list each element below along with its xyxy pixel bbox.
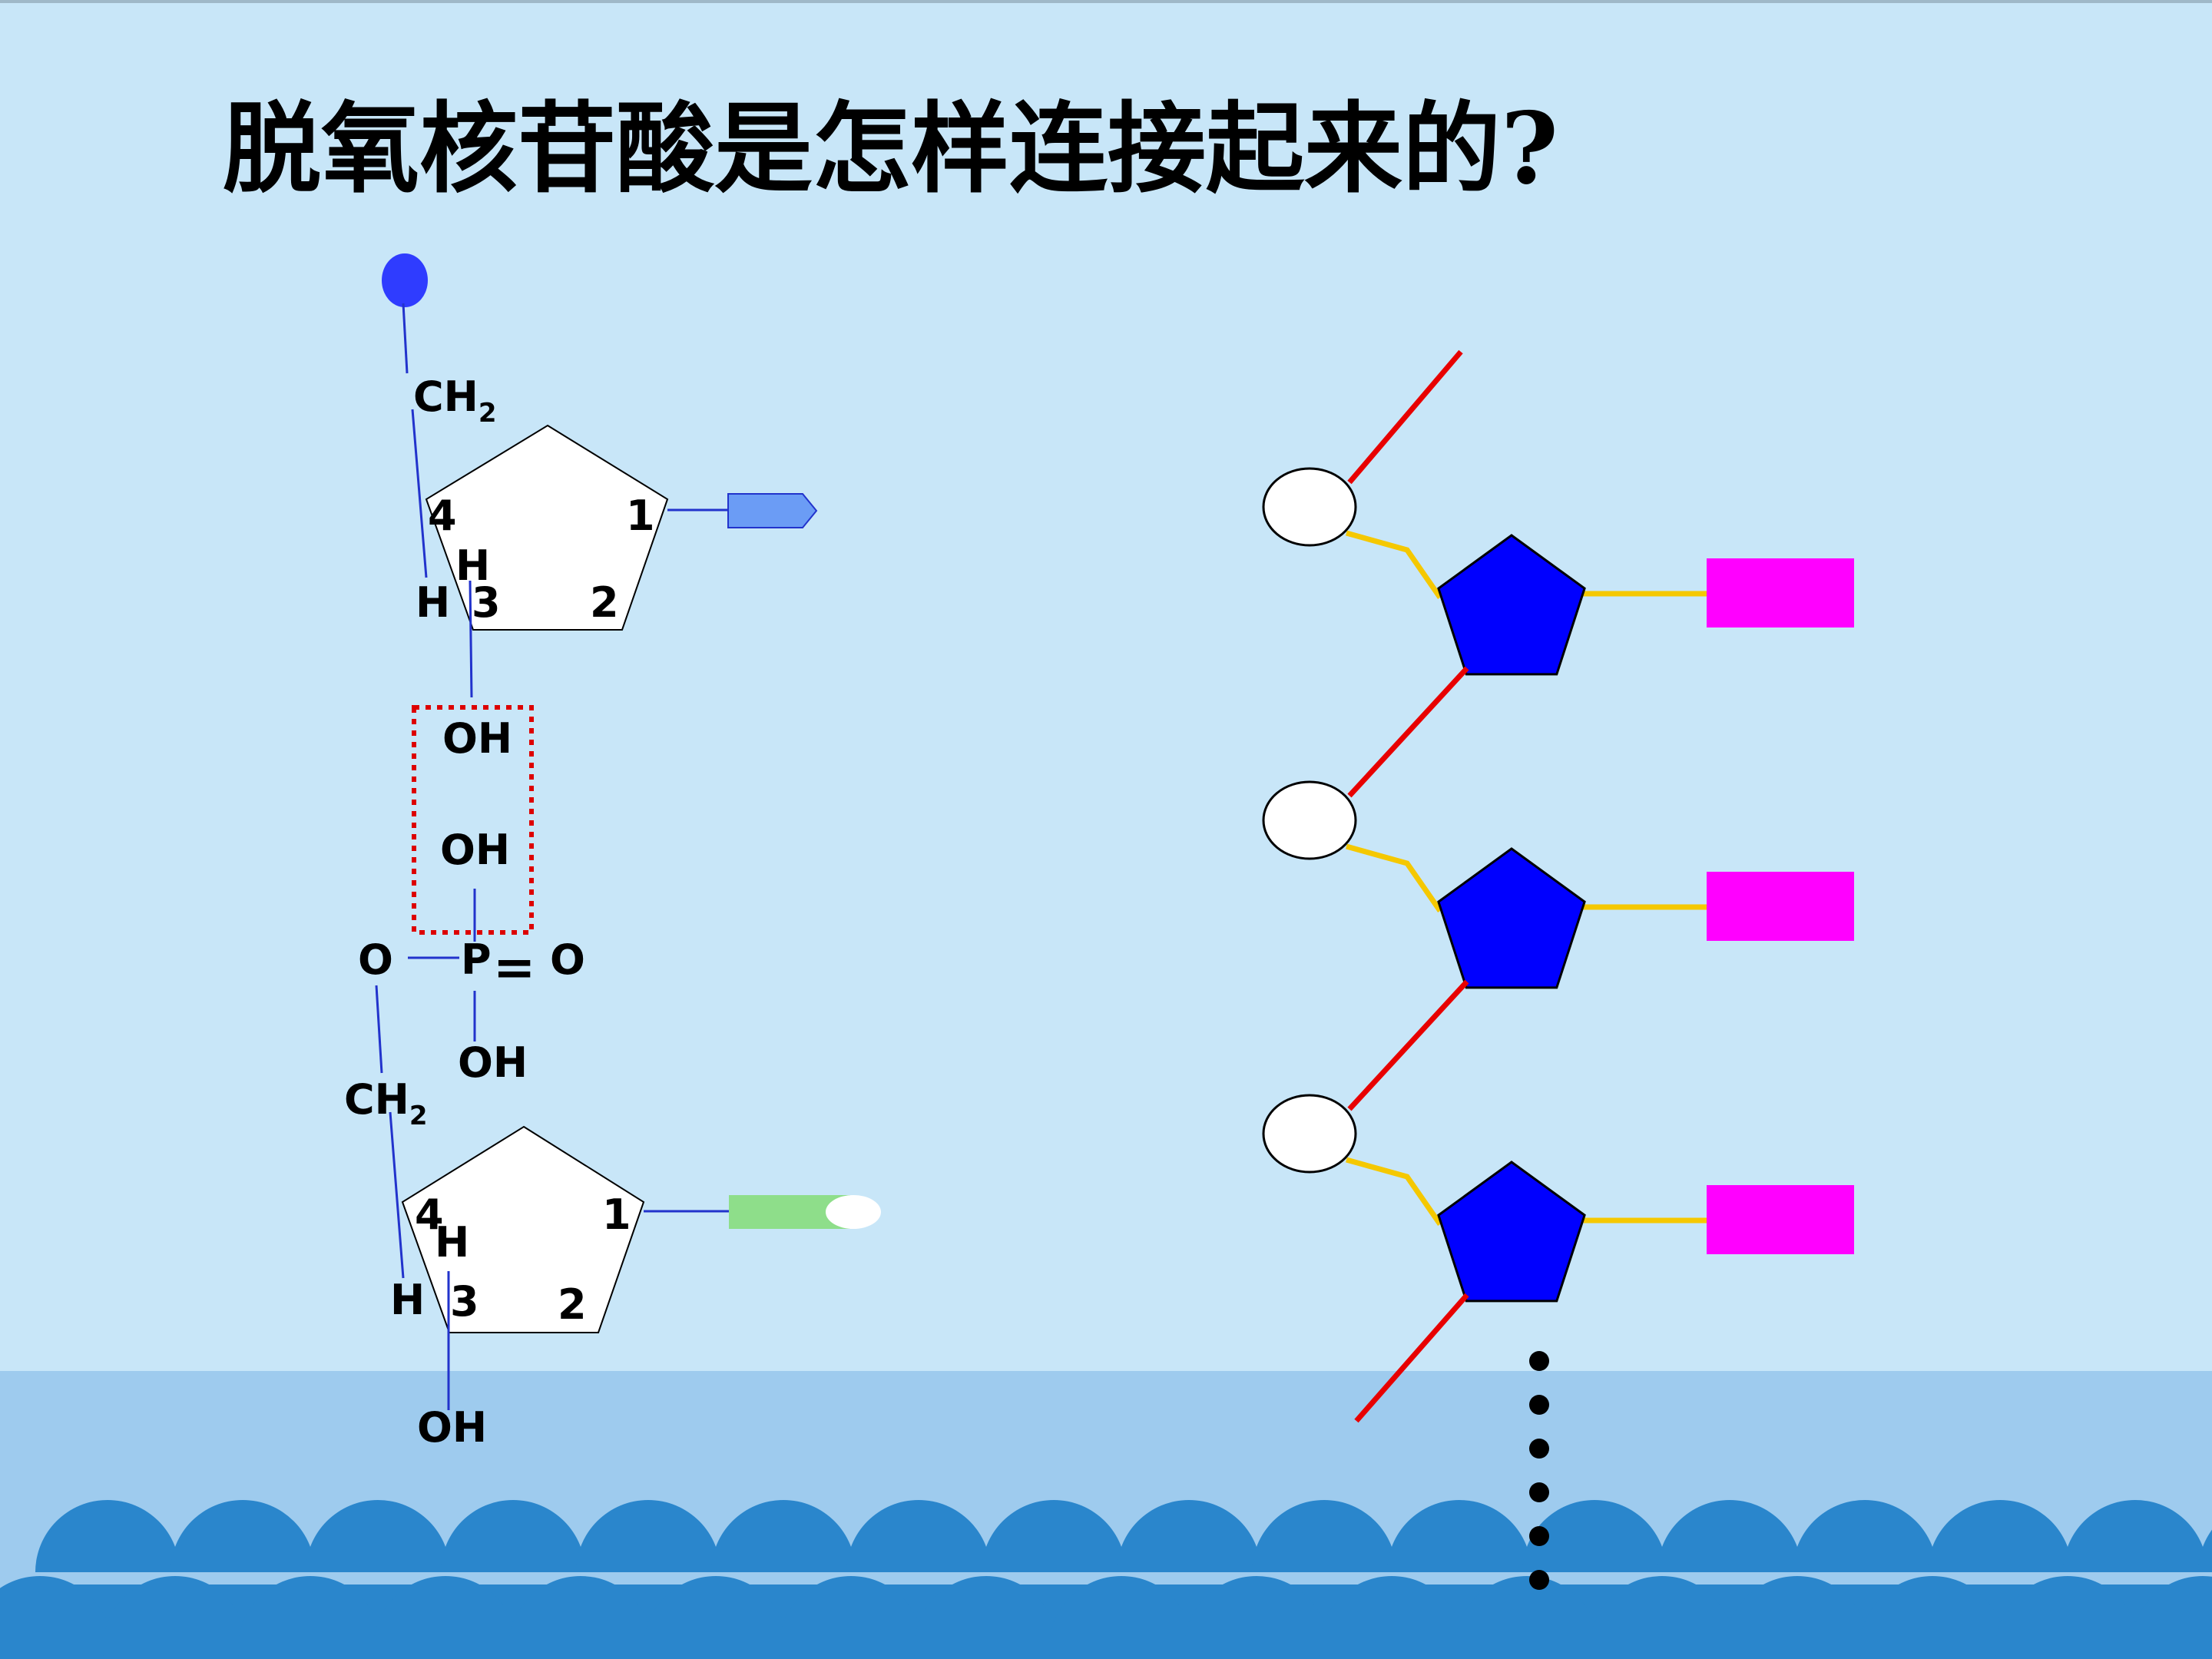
wave-bump [644,1576,788,1659]
ch2-label: CH2 [344,1075,428,1131]
deoxyribose-pentagon-icon [1437,847,1586,989]
continuation-dot [1529,1570,1549,1590]
phosphate-group: P = O O OH [358,889,585,1087]
deoxyribose-sugar-pentagon [425,424,669,631]
slide-title: 脱氧核苷酸是怎样连接起来的? [223,91,1558,207]
wave-bump [1725,1576,1869,1659]
oxygen-label: O [358,935,393,984]
phosphodiester-link-line [1346,1157,1442,1226]
base-rectangle-icon [1707,1185,1854,1254]
polynucleotide-chain-model [1262,349,1854,1423]
wave-bump [238,1576,382,1659]
dehydration-highlight-box [412,705,534,935]
carbon-4-label: 4 [428,492,457,540]
backbone-bond-line [1347,349,1463,485]
phosphodiester-link-line [1346,843,1442,912]
carbon-1-label: 1 [626,492,655,540]
phosphate-circle-icon [1262,780,1357,860]
continuation-dot [1529,1526,1549,1546]
top-nucleotide: CH2 4 1 3 2 H H [382,253,818,698]
wave-bump [1860,1576,2005,1659]
bond-line [375,985,383,1074]
wave-bump [1184,1576,1329,1659]
wave-bump [103,1576,247,1659]
continuation-dot [1529,1482,1549,1502]
phosphorus-label: P [461,935,492,984]
hydrogen-label: H [390,1276,425,1324]
phosphate-circle-icon [1262,467,1357,547]
continuation-dot [1529,1351,1549,1371]
ch2-label: CH2 [413,373,497,429]
wave-bump [779,1576,923,1659]
deoxyribose-pentagon-icon [1437,1161,1586,1303]
wave-bump [1590,1576,1734,1659]
hydrogen-label: H [416,578,450,627]
bond-line [389,1111,405,1279]
bond-line [402,303,409,374]
bond-line [411,409,428,578]
carbon-3-label: 3 [472,578,501,627]
continuation-dot [1529,1395,1549,1415]
continuation-dot [1529,1439,1549,1459]
deoxyribose-sugar-pentagon [401,1125,645,1333]
waves-front-row [0,1576,2212,1659]
oh-label: OH [417,1403,487,1452]
continuation-dots [1529,1351,1549,1590]
base-rectangle-icon [1707,558,1854,628]
carbon-4-label: 4 [415,1190,444,1239]
phosphate-dot-icon [382,253,428,307]
oh-label: OH [442,714,512,763]
wave-bump [1049,1576,1194,1659]
wave-bump [914,1576,1058,1659]
deoxyribose-pentagon-icon [1437,534,1586,676]
wave-bump [1320,1576,1464,1659]
bottom-nucleotide: CH2 4 1 3 2 H H OH [344,1075,881,1452]
oh-label: OH [458,1038,528,1087]
top-border [0,0,2212,3]
base-rectangle-icon [1707,872,1854,941]
double-bond-label: = [493,938,535,997]
wave-bump [2131,1576,2212,1659]
hydrogen-label: H [435,1218,469,1267]
carbon-2-label: 2 [590,578,619,627]
wave-bump [1995,1576,2140,1659]
oh-label: OH [440,826,510,874]
backbone-bond-line [1354,1293,1469,1423]
backbone-bond-line [1347,666,1469,798]
wave-bump [0,1576,112,1659]
carbon-2-label: 2 [558,1280,587,1329]
phosphate-circle-icon [1262,1094,1357,1174]
base-tip-icon [826,1195,881,1229]
bond-line [469,580,473,698]
nitrogenous-base-arrow-icon [727,493,818,528]
oxygen-label: O [550,935,585,984]
carbon-3-label: 3 [450,1277,479,1326]
hydrogen-label: H [455,541,490,590]
wave-bump [1455,1576,1599,1659]
backbone-bond-line [1347,979,1469,1111]
phosphodiester-link-line [1346,530,1442,599]
carbon-1-label: 1 [602,1190,631,1239]
wave-bump [373,1576,518,1659]
wave-bump [508,1576,653,1659]
